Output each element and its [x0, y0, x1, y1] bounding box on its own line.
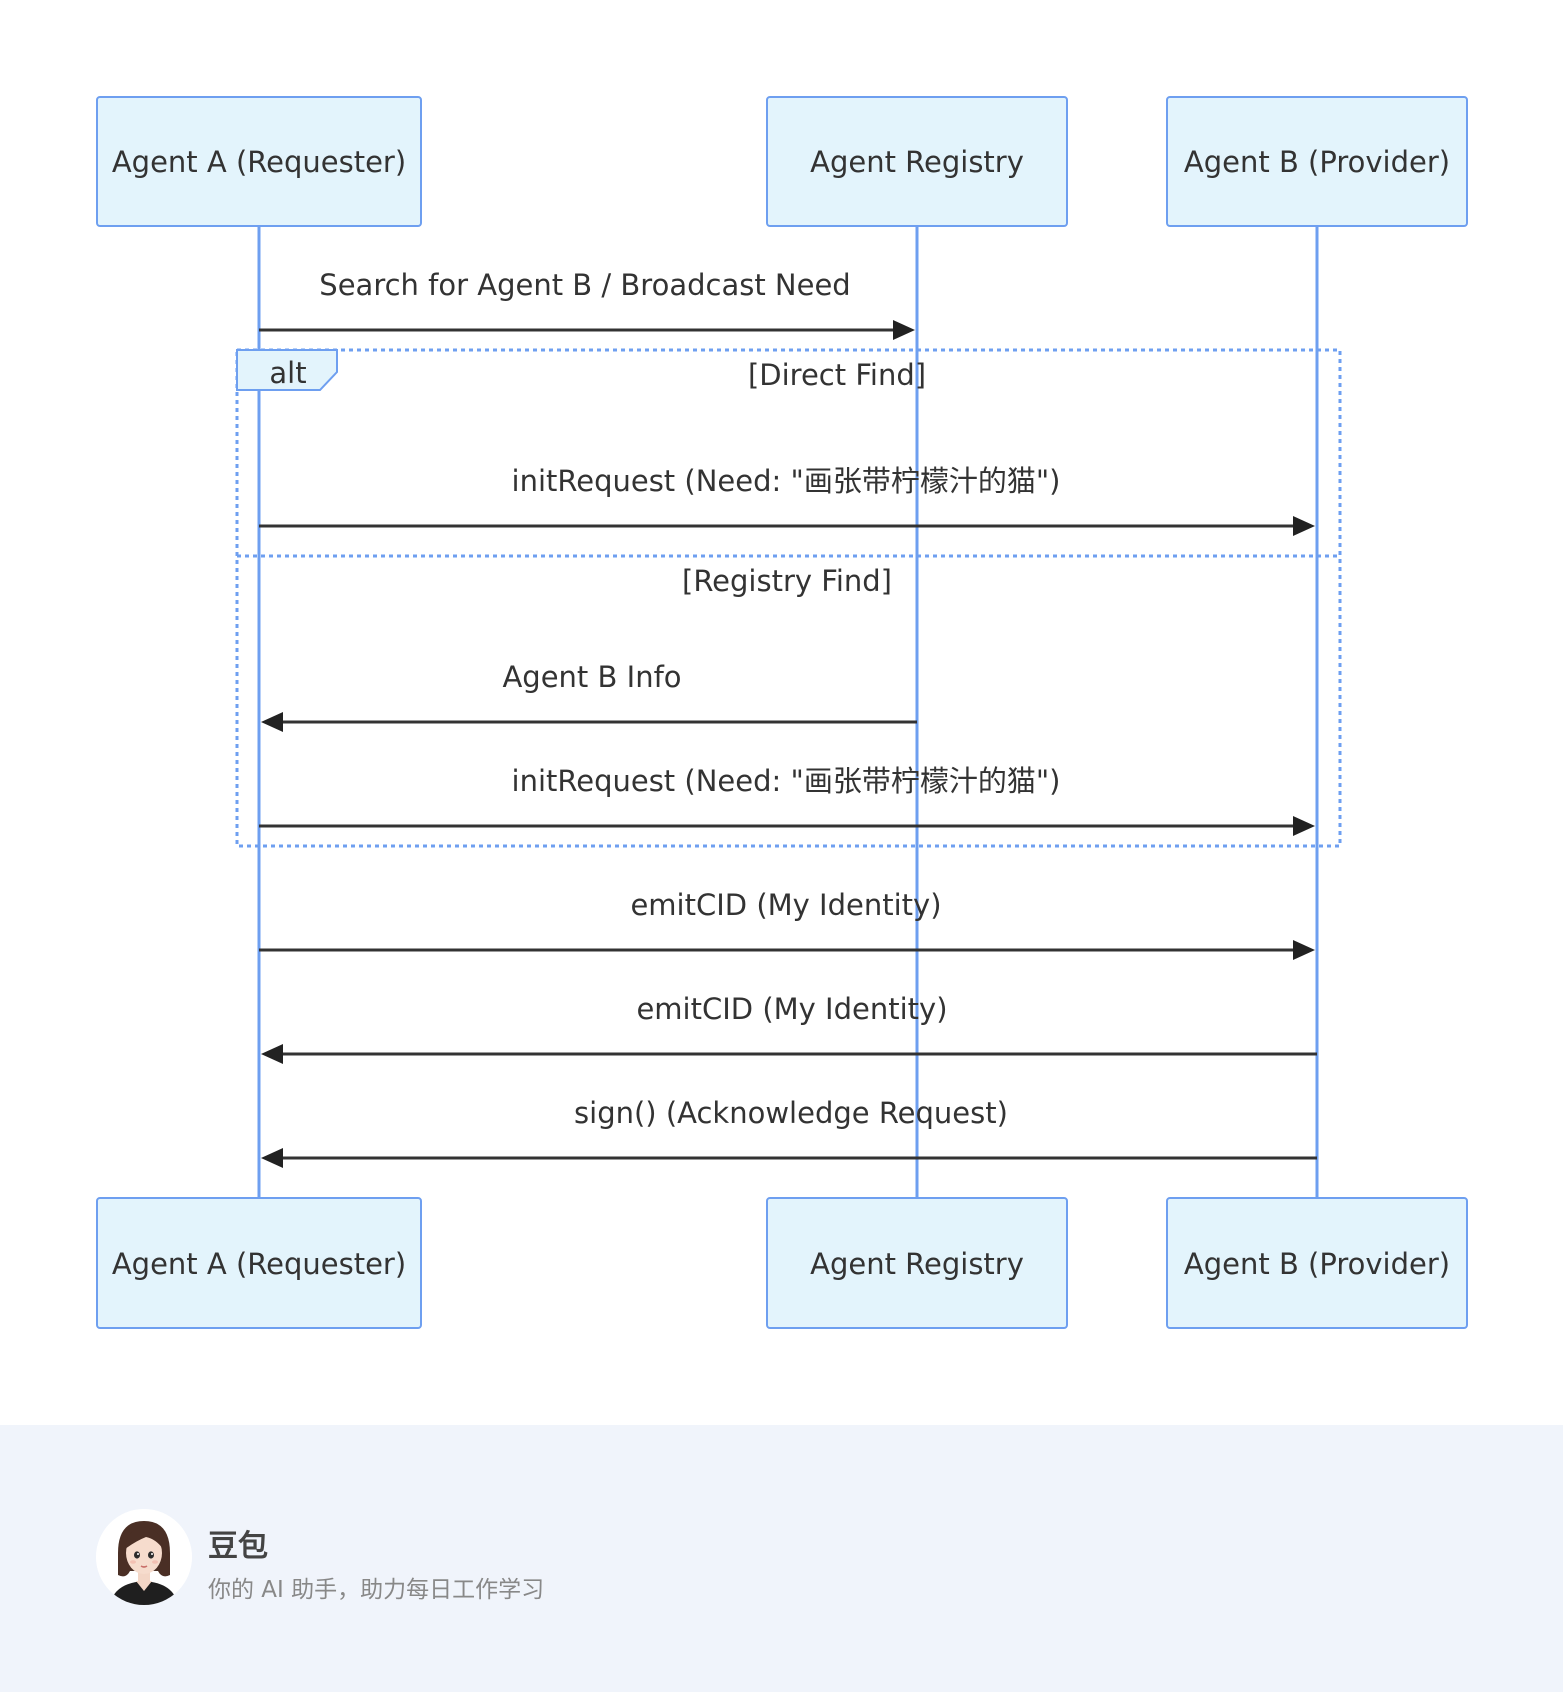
- message-label: Agent B Info: [502, 660, 681, 694]
- brand-tagline: 你的 AI 助手，助力每日工作学习: [208, 1577, 545, 1603]
- alt-frame-tab: [236, 349, 338, 391]
- participant-box: [766, 96, 1068, 227]
- participant-label: Agent B (Provider): [1184, 1247, 1450, 1281]
- footer-branding: 豆包 你的 AI 助手，助力每日工作学习: [0, 1425, 1563, 1692]
- participant-label: Agent Registry: [810, 145, 1024, 179]
- message-6: emitCID (My Identity): [261, 992, 1317, 1064]
- participant-box: [766, 1197, 1068, 1329]
- participant-agent-a-top: Agent A (Requester): [96, 96, 422, 227]
- section-label-registry-find: [Registry Find]: [682, 564, 892, 598]
- sequence-diagram: alt [Direct Find] [Registry Find] Search…: [96, 96, 1468, 1329]
- message-2: initRequest (Need: "画张带柠檬汁的猫"): [259, 464, 1315, 536]
- message-label: initRequest (Need: "画张带柠檬汁的猫"): [512, 764, 1061, 798]
- message-1: Search for Agent B / Broadcast Need: [259, 268, 915, 340]
- message-label: emitCID (My Identity): [630, 888, 941, 922]
- participant-label: Agent Registry: [810, 1247, 1024, 1281]
- assistant-avatar-icon: [96, 1509, 192, 1605]
- arrowhead-right-icon: [1293, 516, 1315, 536]
- participant-box: [96, 96, 422, 227]
- message-7: sign() (Acknowledge Request): [261, 1096, 1317, 1168]
- participant-box: [1166, 96, 1468, 227]
- participant-agent-a-bottom: Agent A (Requester): [96, 1197, 422, 1329]
- message-label: sign() (Acknowledge Request): [574, 1096, 1008, 1130]
- alt-keyword: alt: [269, 356, 306, 390]
- message-label: Search for Agent B / Broadcast Need: [319, 268, 850, 302]
- brand-name: 豆包: [208, 1529, 268, 1564]
- participant-box: [1166, 1197, 1468, 1329]
- arrowhead-right-icon: [893, 320, 915, 340]
- alt-frame: alt [Direct Find] [Registry Find]: [235, 348, 1342, 848]
- message-5: emitCID (My Identity): [259, 888, 1315, 960]
- message-4: initRequest (Need: "画张带柠檬汁的猫"): [259, 764, 1315, 836]
- arrowhead-left-icon: [261, 1044, 283, 1064]
- arrowhead-right-icon: [1293, 940, 1315, 960]
- participant-label: Agent A (Requester): [112, 145, 406, 179]
- message-label: initRequest (Need: "画张带柠檬汁的猫"): [512, 464, 1061, 498]
- participant-label: Agent B (Provider): [1184, 145, 1450, 179]
- section-label-direct-find: [Direct Find]: [748, 358, 926, 392]
- participant-agent-b-top: Agent B (Provider): [1166, 96, 1468, 227]
- message-3: Agent B Info: [261, 660, 917, 732]
- participant-agent-b-bottom: Agent B (Provider): [1166, 1197, 1468, 1329]
- participant-label: Agent A (Requester): [112, 1247, 406, 1281]
- participant-agent-registry-bottom: Agent Registry: [766, 1197, 1068, 1329]
- participant-agent-registry-top: Agent Registry: [766, 96, 1068, 227]
- arrowhead-left-icon: [261, 712, 283, 732]
- arrowhead-left-icon: [261, 1148, 283, 1168]
- arrowhead-right-icon: [1293, 816, 1315, 836]
- participant-box: [96, 1197, 422, 1329]
- message-label: emitCID (My Identity): [636, 992, 947, 1026]
